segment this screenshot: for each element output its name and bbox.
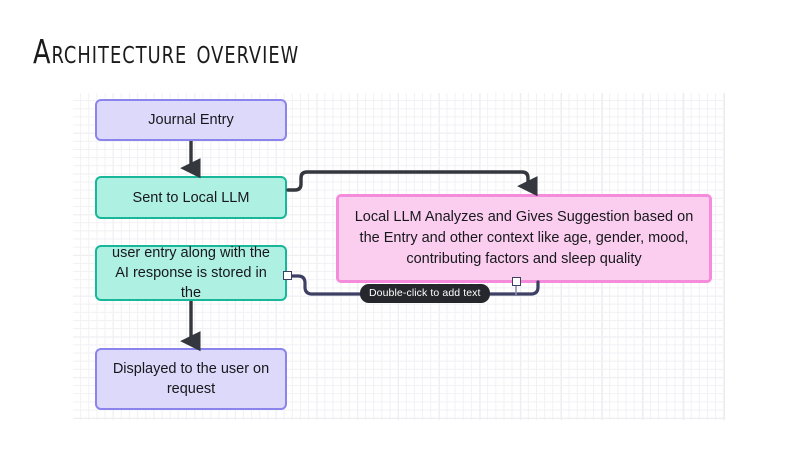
edge-label-tooltip[interactable]: Double-click to add text (360, 284, 490, 303)
node-user-entry-stored[interactable]: user entry along with the AI response is… (95, 245, 287, 301)
node-llm-analysis[interactable]: Local LLM Analyzes and Gives Suggestion … (336, 194, 712, 283)
node-journal-entry[interactable]: Journal Entry (95, 99, 287, 141)
node-displayed-to-user[interactable]: Displayed to the user on request (95, 348, 287, 410)
page-title: Architecture overview (33, 32, 300, 71)
node-llm-analysis-label: Local LLM Analyzes and Gives Suggestion … (354, 209, 694, 267)
connector-start-handle[interactable] (283, 271, 292, 280)
node-sent-to-local-llm-label: Sent to Local LLM (132, 189, 250, 206)
node-displayed-to-user-label: Displayed to the user on request (112, 361, 270, 397)
node-journal-entry-label: Journal Entry (148, 112, 234, 128)
node-sent-to-local-llm[interactable]: Sent to Local LLM (95, 176, 287, 219)
node-user-entry-stored-label: user entry along with the AI response is… (112, 245, 270, 301)
connector-end-handle[interactable] (512, 277, 521, 286)
